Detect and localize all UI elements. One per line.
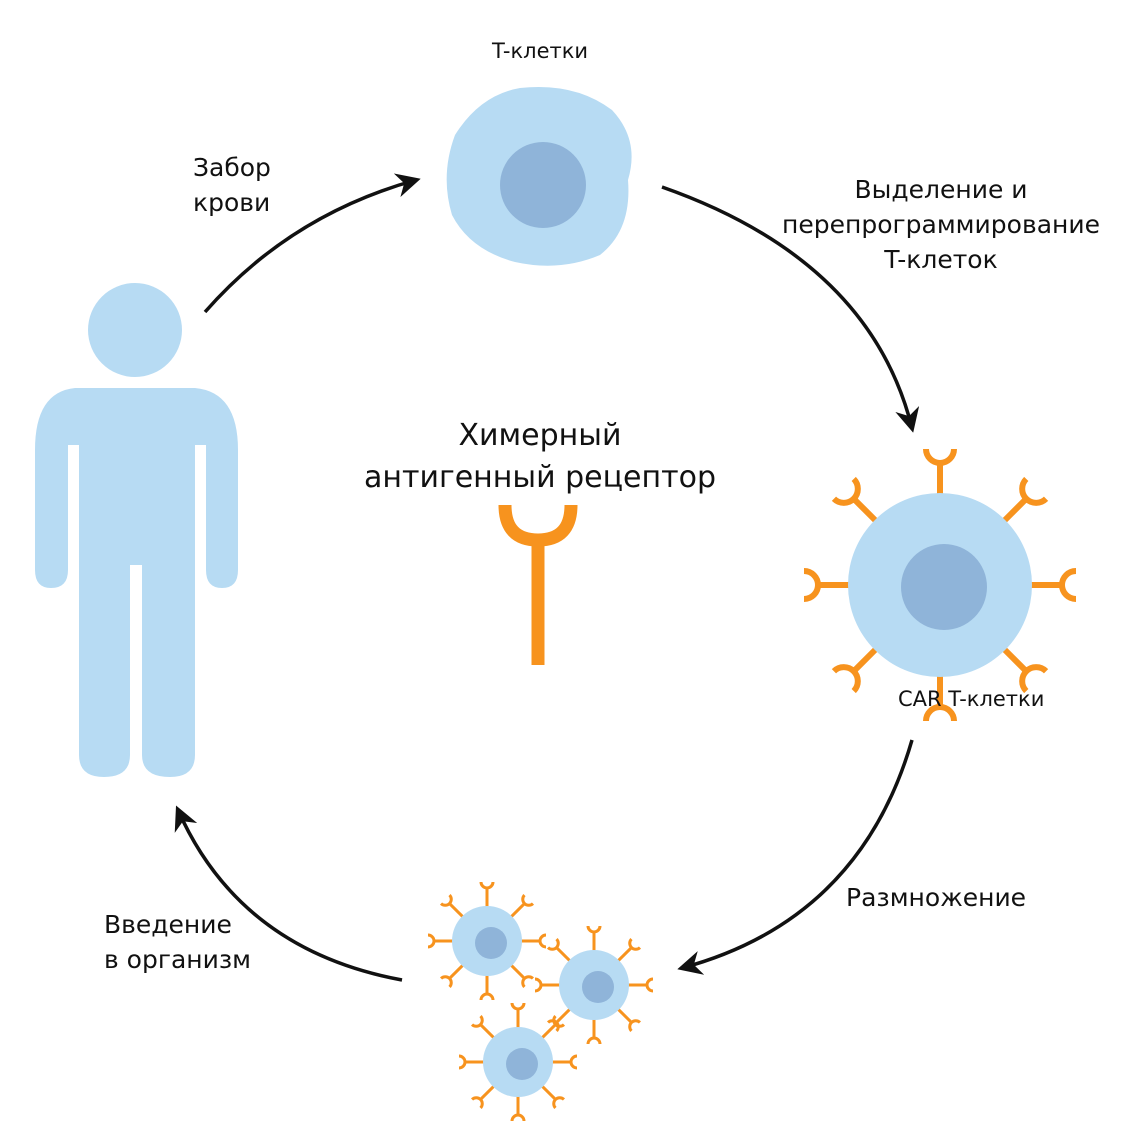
- center-title: Химерный антигенный рецептор: [330, 415, 750, 499]
- label-line: Введение: [104, 910, 232, 939]
- chimeric-antigen-receptor: [498, 504, 578, 665]
- arrow-reprogramming: [661, 185, 920, 433]
- receptor: [923, 448, 957, 499]
- label-line: в организм: [104, 945, 252, 974]
- receptor: [803, 568, 854, 602]
- t-cells-label: T-клетки: [492, 39, 589, 63]
- patient-figure: [35, 283, 238, 777]
- car-t-cell-small: [458, 1002, 578, 1122]
- car-t-cell-small: [427, 881, 547, 1001]
- car-t-cell-small: [534, 925, 654, 1045]
- title-line: Химерный: [458, 418, 622, 453]
- receptor: [831, 476, 882, 527]
- car-t-cell-large: [803, 448, 1077, 722]
- car-t-cells: [427, 448, 1077, 1122]
- label-line: Забор: [193, 153, 271, 182]
- title-line: антигенный рецептор: [363, 460, 716, 495]
- label-line: Выделение и: [854, 175, 1028, 204]
- reprogramming-label: Выделение и перепрограммирование T-клето…: [776, 172, 1106, 277]
- car-t-cells-label: CAR T-клетки: [898, 687, 1045, 711]
- arrow-infusion: [174, 805, 403, 982]
- arrow-expansion: [677, 739, 914, 975]
- label-line: перепрограммирование: [782, 210, 1100, 239]
- infusion-label: Введение в организм: [104, 907, 251, 977]
- label-line: T-клеток: [884, 245, 998, 274]
- t-cell: [446, 86, 632, 266]
- receptor: [1026, 568, 1077, 602]
- receptor: [831, 643, 882, 694]
- blood-draw-label: Забор крови: [193, 150, 271, 220]
- expansion-label: Размножение: [846, 883, 1027, 912]
- receptor: [998, 476, 1049, 527]
- label-line: крови: [193, 188, 271, 217]
- arrow-blood-draw: [203, 173, 421, 314]
- cycle-arrows: [174, 173, 920, 982]
